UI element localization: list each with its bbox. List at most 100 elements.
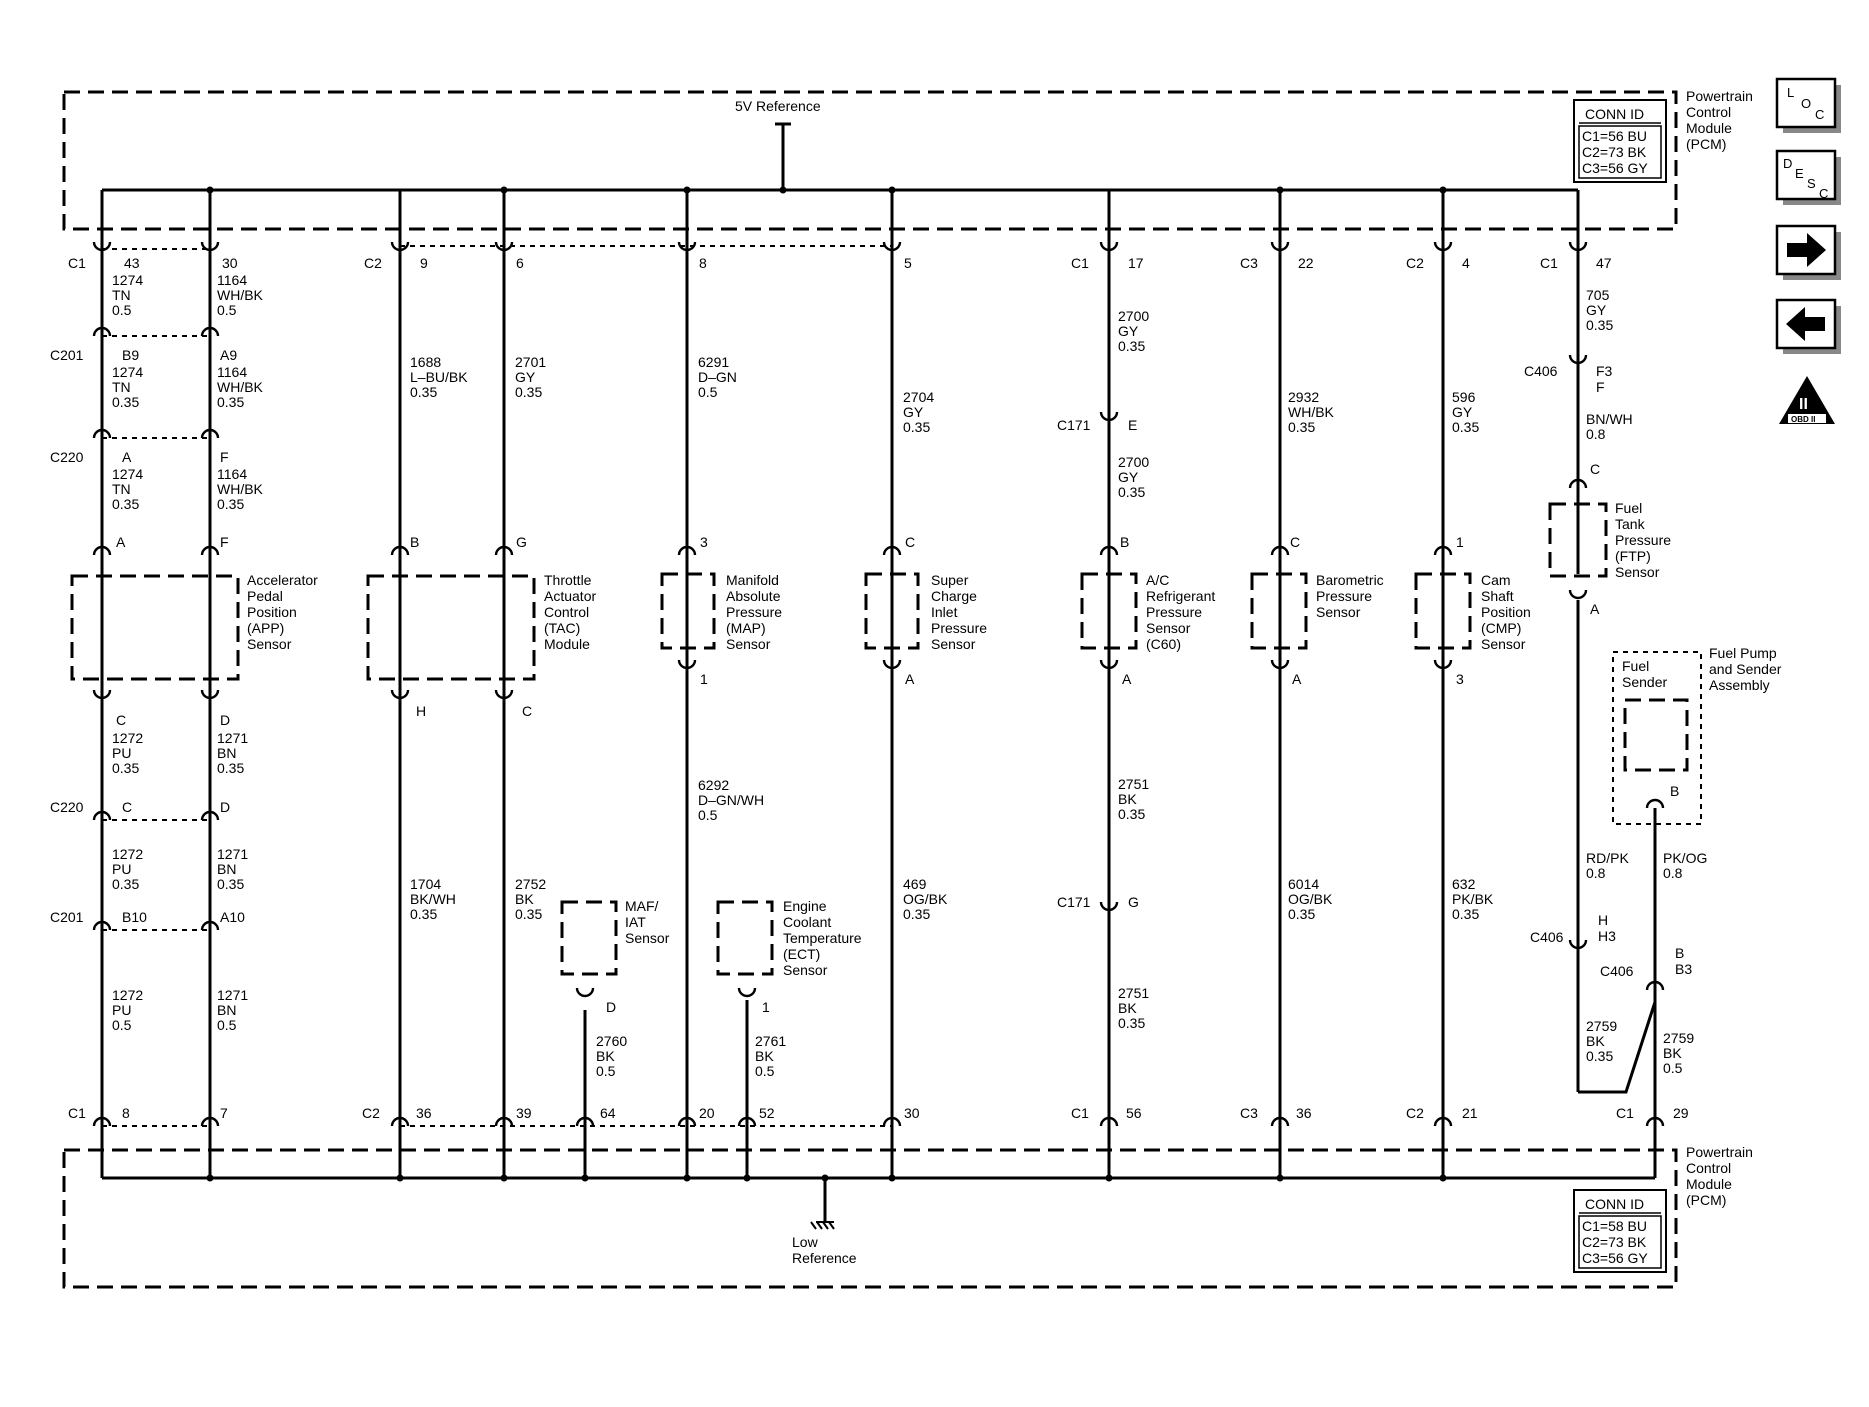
svg-text:Control: Control bbox=[1686, 1160, 1731, 1176]
svg-text:2760: 2760 bbox=[596, 1033, 627, 1049]
svg-text:C1: C1 bbox=[1616, 1105, 1634, 1121]
svg-text:OG/BK: OG/BK bbox=[903, 891, 948, 907]
svg-text:Absolute: Absolute bbox=[726, 588, 781, 604]
svg-text:Pressure: Pressure bbox=[1146, 604, 1202, 620]
svg-text:6014: 6014 bbox=[1288, 876, 1319, 892]
svg-text:Pressure: Pressure bbox=[1316, 588, 1372, 604]
svg-text:BN: BN bbox=[217, 745, 236, 761]
svg-text:0.35: 0.35 bbox=[112, 394, 139, 410]
svg-text:B3: B3 bbox=[1675, 961, 1692, 977]
svg-text:BK: BK bbox=[1118, 791, 1137, 807]
svg-text:C: C bbox=[1290, 534, 1300, 550]
svg-text:C2: C2 bbox=[1406, 1105, 1424, 1121]
svg-text:Manifold: Manifold bbox=[726, 572, 779, 588]
svg-text:B9: B9 bbox=[122, 347, 139, 363]
svg-text:BK: BK bbox=[755, 1048, 774, 1064]
back-arrow-button[interactable] bbox=[1775, 298, 1841, 354]
svg-text:Module: Module bbox=[1686, 1176, 1732, 1192]
inline-connector-labels: C201 B9 A9 C220 A F C220 C D C201 B10 A1… bbox=[50, 347, 1692, 979]
svg-text:1272: 1272 bbox=[112, 846, 143, 862]
svg-text:0.35: 0.35 bbox=[1586, 317, 1613, 333]
svg-text:F: F bbox=[1596, 379, 1605, 395]
svg-text:B: B bbox=[410, 534, 419, 550]
svg-text:3: 3 bbox=[700, 534, 708, 550]
svg-text:2751: 2751 bbox=[1118, 776, 1149, 792]
svg-text:0.35: 0.35 bbox=[1118, 484, 1145, 500]
svg-text:5: 5 bbox=[904, 255, 912, 271]
svg-text:H: H bbox=[416, 703, 426, 719]
svg-text:A: A bbox=[905, 671, 915, 687]
svg-text:Coolant: Coolant bbox=[783, 914, 831, 930]
svg-text:A/C: A/C bbox=[1146, 572, 1169, 588]
svg-text:6: 6 bbox=[516, 255, 524, 271]
svg-text:S: S bbox=[1807, 176, 1816, 191]
svg-text:Fuel: Fuel bbox=[1622, 658, 1649, 674]
svg-text:C1=56 BU: C1=56 BU bbox=[1582, 128, 1647, 144]
svg-text:30: 30 bbox=[222, 255, 238, 271]
svg-text:PU: PU bbox=[112, 861, 131, 877]
svg-text:WH/BK: WH/BK bbox=[217, 287, 264, 303]
svg-text:469: 469 bbox=[903, 876, 927, 892]
svg-text:PK/BK: PK/BK bbox=[1452, 891, 1494, 907]
svg-text:596: 596 bbox=[1452, 389, 1476, 405]
svg-text:Sender: Sender bbox=[1622, 674, 1667, 690]
svg-text:6292: 6292 bbox=[698, 777, 729, 793]
svg-text:F3: F3 bbox=[1596, 363, 1613, 379]
svg-text:BK: BK bbox=[596, 1048, 615, 1064]
desc-button[interactable]: D E S C bbox=[1775, 149, 1841, 205]
svg-text:21: 21 bbox=[1462, 1105, 1478, 1121]
svg-text:II: II bbox=[1799, 396, 1808, 413]
maf-sensor-label: MAF/IAT Sensor bbox=[625, 898, 670, 946]
forward-arrow-button[interactable] bbox=[1775, 224, 1841, 280]
svg-text:A: A bbox=[122, 449, 132, 465]
svg-text:CONN ID: CONN ID bbox=[1585, 106, 1644, 122]
svg-text:3: 3 bbox=[1456, 671, 1464, 687]
svg-text:D: D bbox=[606, 999, 616, 1015]
svg-text:0.35: 0.35 bbox=[1118, 1015, 1145, 1031]
svg-text:E: E bbox=[1128, 417, 1137, 433]
svg-text:Throttle: Throttle bbox=[544, 572, 592, 588]
ac-sensor-box bbox=[1080, 572, 1138, 650]
svg-text:Position: Position bbox=[247, 604, 297, 620]
svg-text:C406: C406 bbox=[1524, 363, 1558, 379]
svg-text:RD/PK: RD/PK bbox=[1586, 850, 1629, 866]
svg-text:Pedal: Pedal bbox=[247, 588, 283, 604]
svg-text:Inlet: Inlet bbox=[931, 604, 958, 620]
svg-text:GY: GY bbox=[903, 404, 924, 420]
obd-ii-button[interactable]: II OBD II bbox=[1779, 376, 1835, 424]
svg-text:Sensor: Sensor bbox=[1615, 564, 1660, 580]
svg-text:0.35: 0.35 bbox=[1288, 906, 1315, 922]
svg-text:2932: 2932 bbox=[1288, 389, 1319, 405]
svg-text:Pressure: Pressure bbox=[931, 620, 987, 636]
svg-text:22: 22 bbox=[1298, 255, 1314, 271]
svg-text:BK: BK bbox=[1663, 1045, 1682, 1061]
svg-text:0.35: 0.35 bbox=[217, 760, 244, 776]
svg-text:L: L bbox=[1787, 85, 1794, 100]
left-arrow-icon bbox=[1786, 307, 1825, 341]
svg-text:WH/BK: WH/BK bbox=[1288, 404, 1335, 420]
svg-text:56: 56 bbox=[1126, 1105, 1142, 1121]
svg-text:E: E bbox=[1795, 166, 1804, 181]
svg-text:20: 20 bbox=[699, 1105, 715, 1121]
svg-text:Pressure: Pressure bbox=[1615, 532, 1671, 548]
svg-text:8: 8 bbox=[122, 1105, 130, 1121]
svg-text:C171: C171 bbox=[1057, 894, 1091, 910]
svg-text:Sensor: Sensor bbox=[625, 930, 670, 946]
svg-text:(APP): (APP) bbox=[247, 620, 284, 636]
loc-button[interactable]: L O C bbox=[1775, 77, 1841, 133]
pcm-label-top: Powertrain Control Module (PCM) bbox=[1686, 88, 1753, 152]
svg-text:0.35: 0.35 bbox=[112, 760, 139, 776]
svg-text:F: F bbox=[220, 534, 229, 550]
right-arrow-icon bbox=[1787, 233, 1826, 267]
svg-text:7: 7 bbox=[220, 1105, 228, 1121]
svg-text:MAF/: MAF/ bbox=[625, 898, 659, 914]
warning-triangle-icon bbox=[1779, 376, 1835, 424]
svg-text:Cam: Cam bbox=[1481, 572, 1511, 588]
